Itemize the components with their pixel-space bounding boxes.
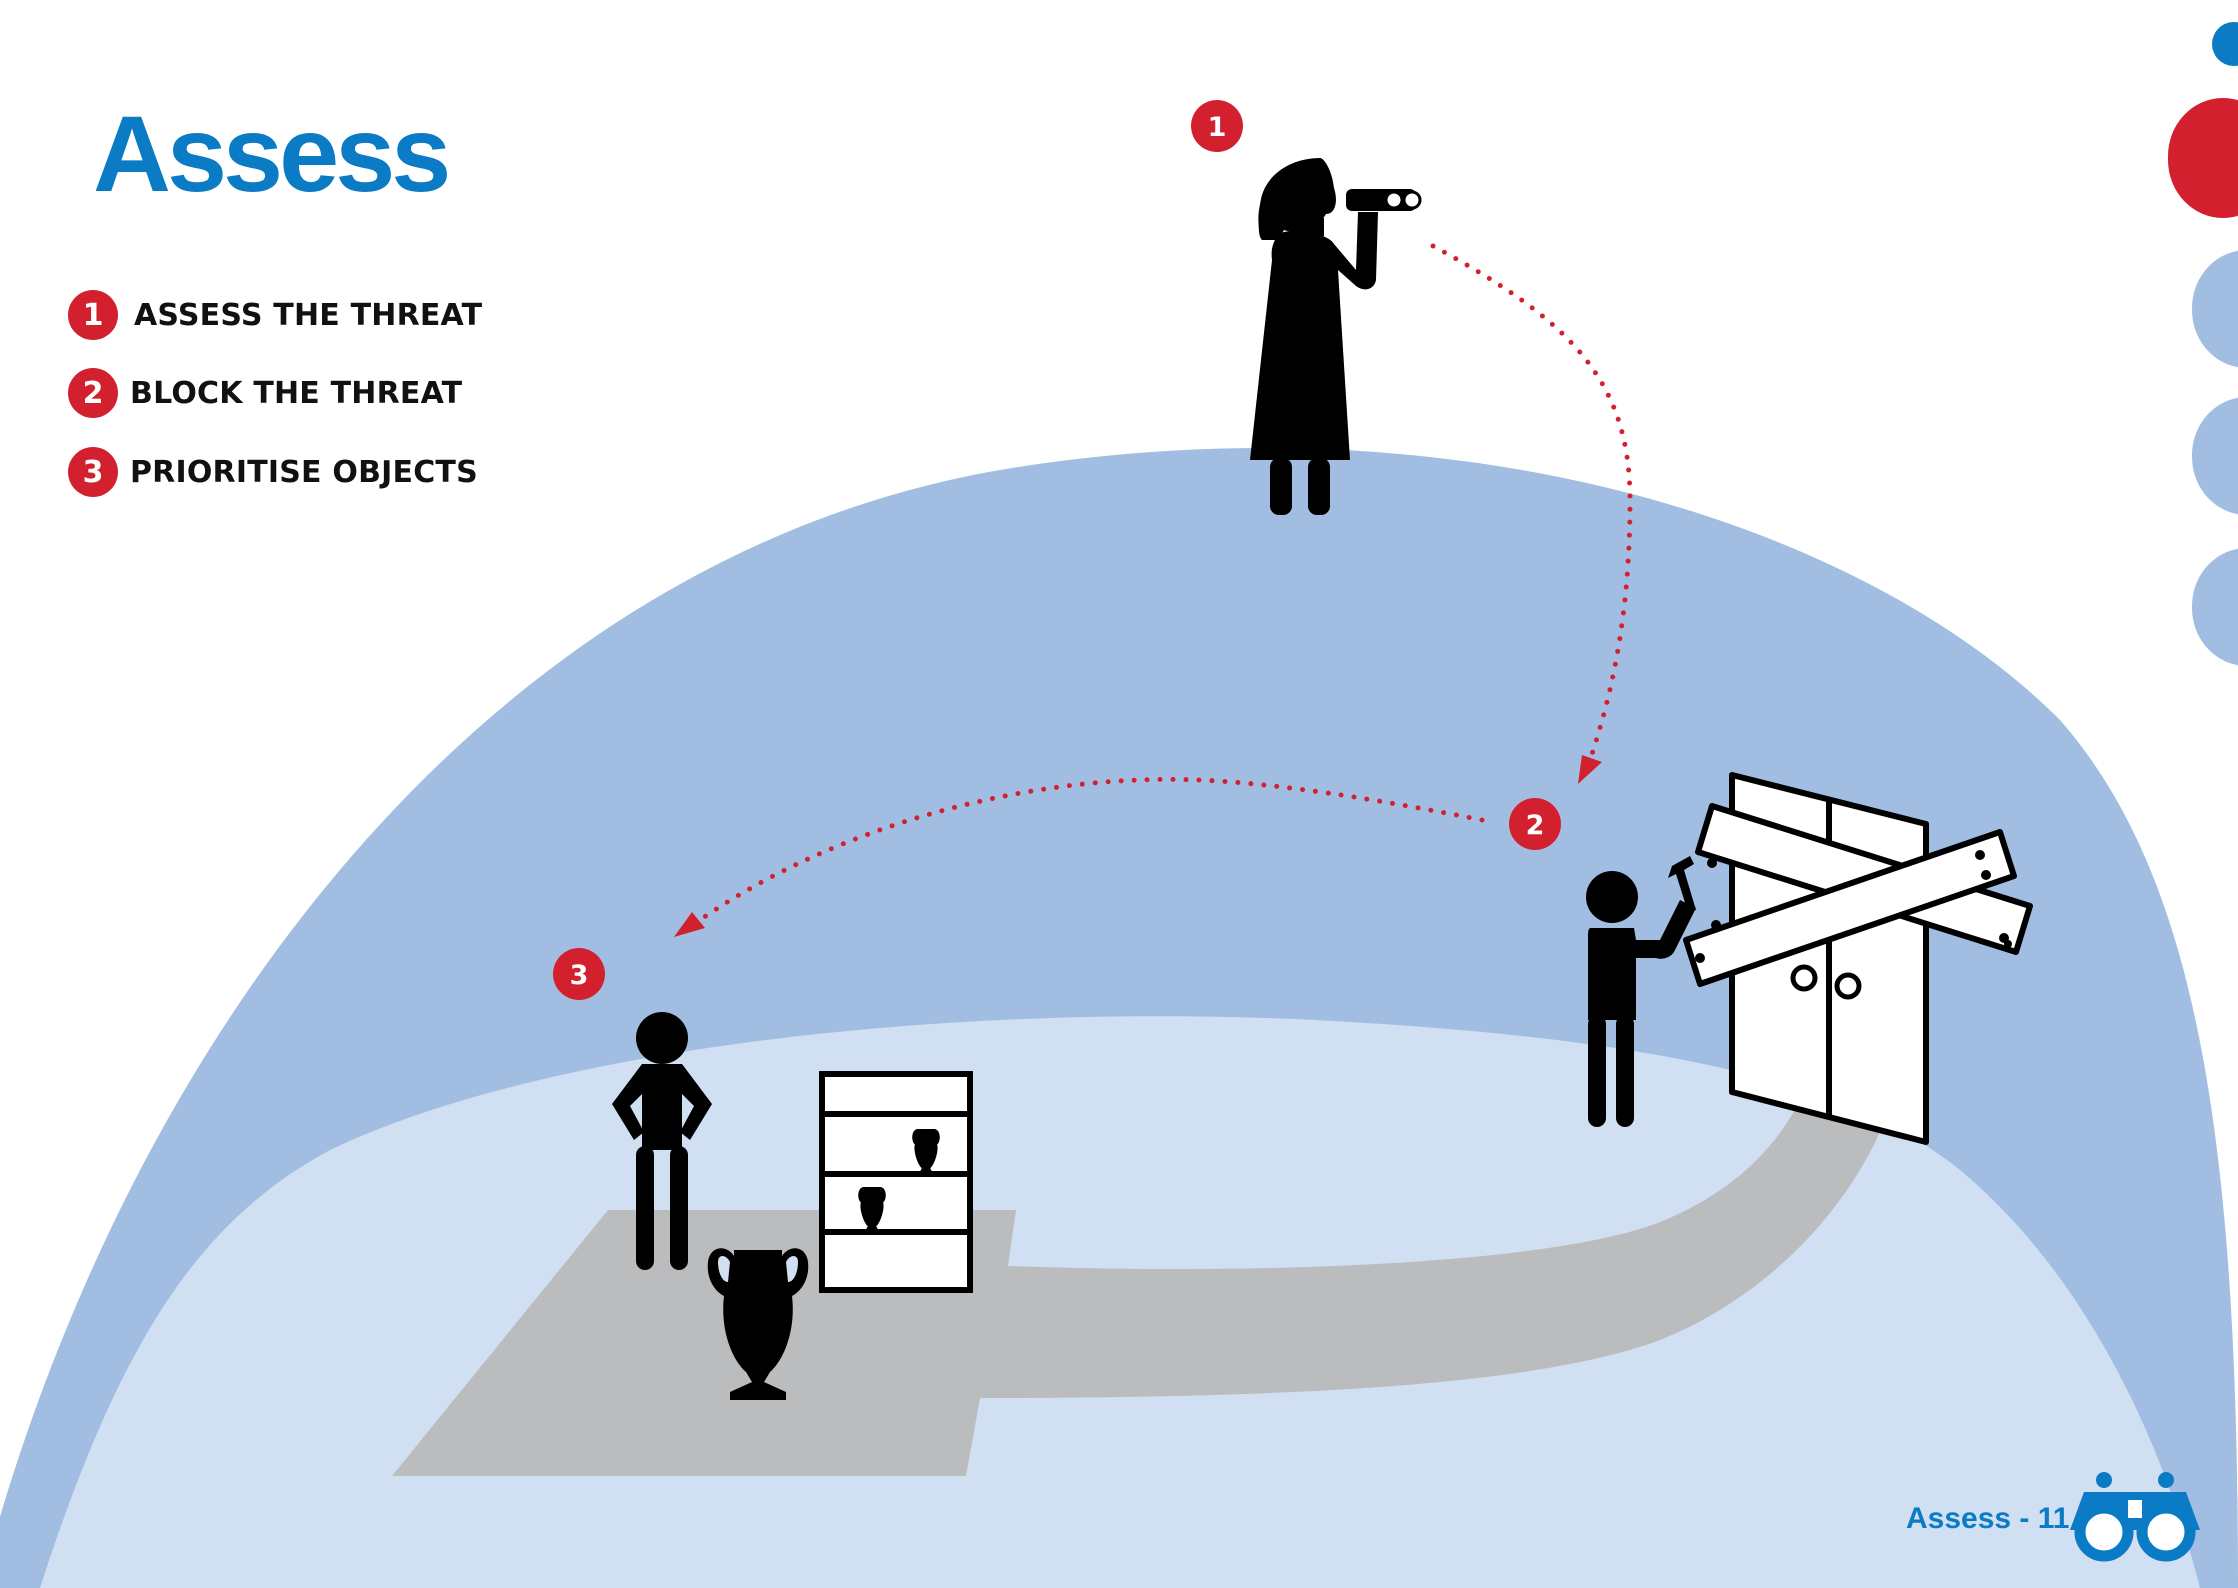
tab-section-4[interactable] <box>2192 548 2238 666</box>
tab-indicator-dot <box>2212 22 2238 66</box>
callout-3: 3 <box>553 948 605 1000</box>
arrow-1-to-2-head <box>1578 755 1602 784</box>
large-vase-icon <box>707 1248 809 1400</box>
section-tabs[interactable] <box>2168 22 2238 666</box>
tab-section-3[interactable] <box>2192 397 2238 515</box>
svg-text:1: 1 <box>1208 112 1227 143</box>
arrow-2-to-3-head <box>674 912 705 937</box>
step-legend-item-3: 3 PRIORITISE OBJECTS <box>68 447 478 497</box>
binocular-lenses <box>1384 190 1422 210</box>
step-legend-item-1: 1 ASSESS THE THREAT <box>68 290 482 340</box>
page-title: Assess <box>93 93 451 214</box>
binoculars-icon[interactable] <box>2070 1472 2200 1562</box>
step-number-badge: 3 <box>68 447 118 497</box>
callout-1: 1 <box>1191 100 1243 152</box>
door-with-boards-icon <box>1683 772 2033 1145</box>
svg-text:3: 3 <box>570 960 589 991</box>
step-legend-item-2: 2 BLOCK THE THREAT <box>68 368 462 418</box>
step-label: PRIORITISE OBJECTS <box>130 454 478 490</box>
callout-2: 2 <box>1509 798 1561 850</box>
person-hammering-icon <box>1586 856 1696 1127</box>
svg-text:2: 2 <box>1526 810 1545 841</box>
arrow-2-to-3 <box>697 776 1485 923</box>
tab-section-2[interactable] <box>2192 250 2238 368</box>
step-number-badge: 1 <box>68 290 118 340</box>
step-label: BLOCK THE THREAT <box>130 375 463 411</box>
step-number-badge: 2 <box>68 368 118 418</box>
tab-assess-active[interactable] <box>2168 98 2238 218</box>
person-hands-on-hips-icon <box>612 1012 712 1270</box>
step-label: ASSESS THE THREAT <box>134 297 483 333</box>
display-shelf-icon <box>819 1071 973 1293</box>
page-footer-label: Assess - 11 <box>1906 1502 2070 1535</box>
